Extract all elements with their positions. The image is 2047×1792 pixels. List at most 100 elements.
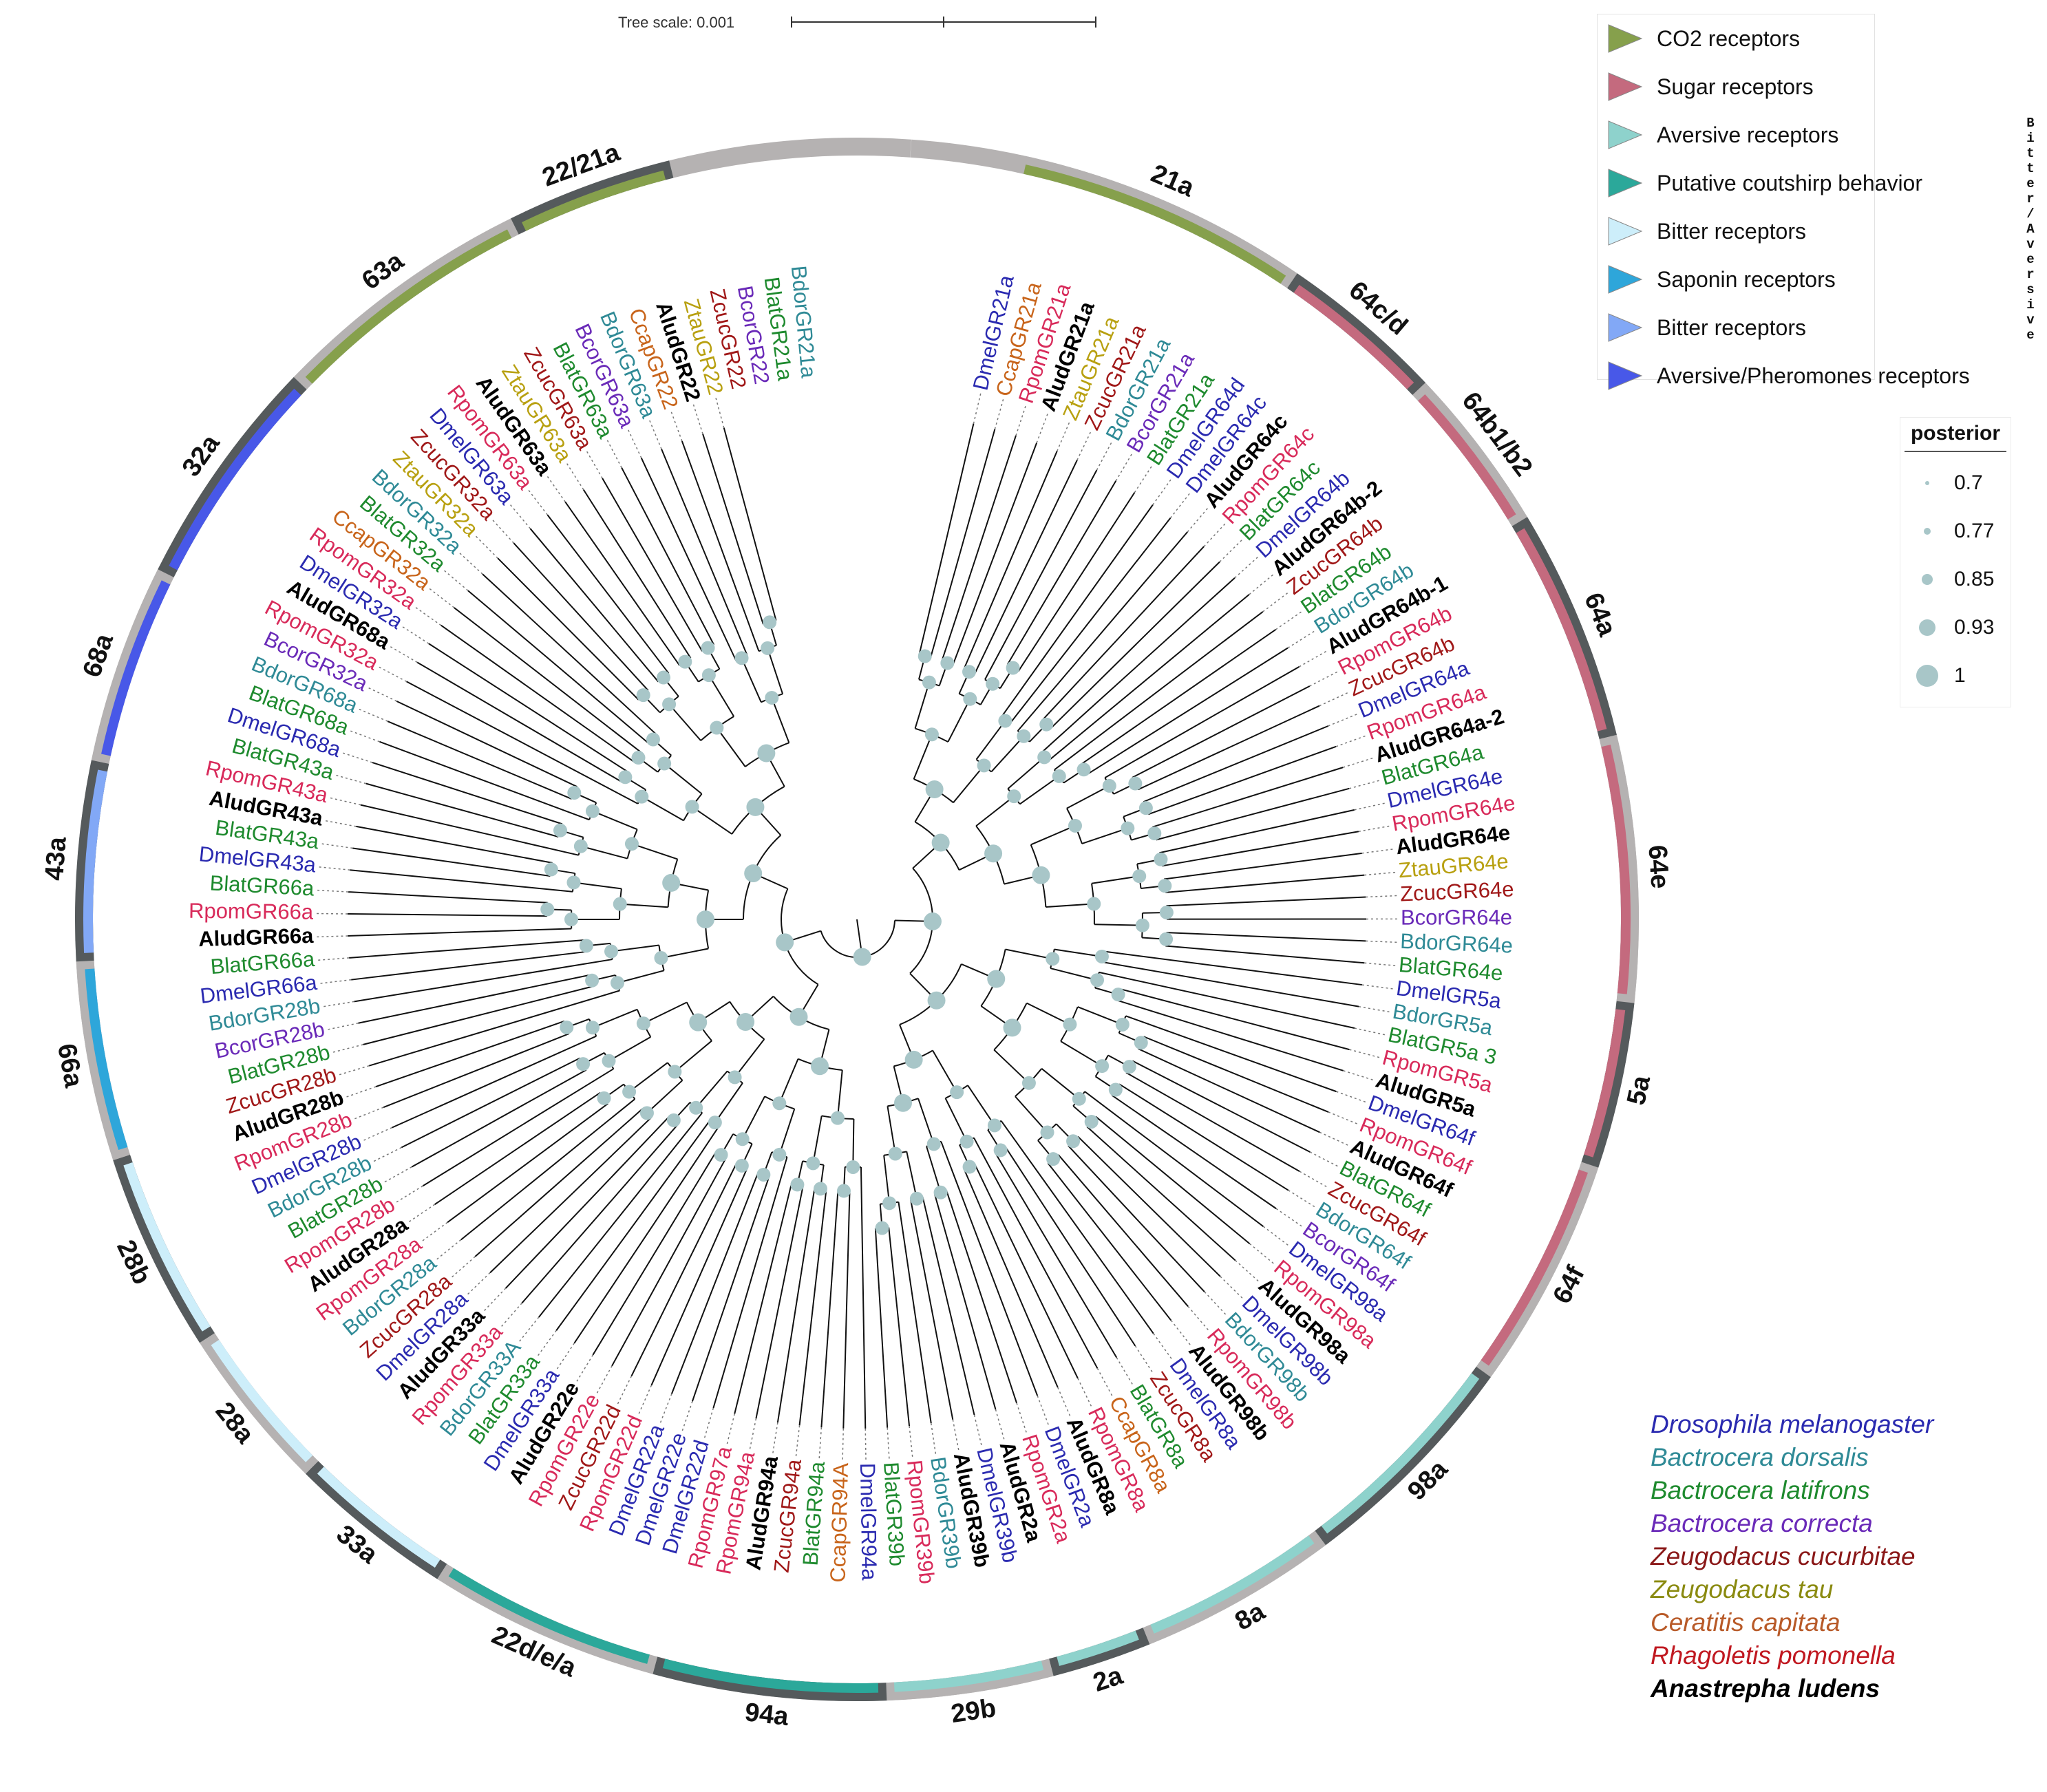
branch [529,528,659,683]
ring-group-segment [1601,745,1631,994]
posterior-node [1066,1134,1081,1149]
posterior-node [772,1147,787,1162]
branch [538,1112,703,1318]
posterior-node [714,1148,728,1162]
branch [963,451,1058,670]
posterior-node [1102,778,1116,793]
branch [368,990,620,1067]
leaf-connector [500,1302,522,1327]
branch [573,1124,721,1344]
posterior-row: 0.7 [1900,466,2011,500]
posterior-node [744,864,763,883]
leaf-connector [1366,940,1398,943]
triangle-icon [1608,217,1643,246]
branch [379,740,590,821]
branch [482,573,658,736]
posterior-node [959,1134,974,1149]
side-label-char: v [2026,312,2035,328]
branch [860,1166,867,1429]
legend-item: Aversive receptors [1607,118,1838,152]
branch [1147,745,1337,815]
posterior-node [987,1118,1001,1133]
posterior-node [553,823,567,838]
branch [1007,756,1045,789]
ring-group-segment [85,968,128,1151]
branch [798,1189,827,1426]
branch [836,1069,843,1118]
posterior-node [761,641,775,655]
branch [1091,875,1140,884]
branch [1026,1002,1070,1025]
posterior-node [622,1085,637,1099]
leaf-connector [681,1401,693,1432]
branch [918,1098,935,1144]
posterior-node [1046,1152,1061,1166]
leaf-connector [1354,802,1386,811]
leaf-connector [909,1426,913,1458]
posterior-node [1159,932,1174,946]
group-label: 68a [78,630,120,681]
species-legend-item: Bactrocera latifrons [1651,1476,1870,1504]
leaf-connector [772,1422,778,1454]
ring-group-segment [662,1658,879,1693]
branch [1060,1041,1103,1067]
posterior-node [585,804,600,818]
posterior-node [657,756,672,771]
posterior-node [924,727,939,742]
posterior-node [986,676,1000,691]
branch [691,1176,770,1402]
posterior-node [1095,1059,1110,1074]
posterior-node [853,948,871,966]
branch [358,974,591,1024]
branch [643,1001,688,1025]
branch [422,1068,614,1187]
branch [372,762,563,825]
leaf-connector [1249,573,1274,595]
side-label-char: i [2026,131,2035,146]
leaf-label: BdorGR64e [1400,929,1514,958]
posterior-node [1159,905,1174,919]
branch [734,1038,765,1078]
branch [1000,504,1154,718]
posterior-node [1039,717,1054,732]
branch [990,736,1025,773]
posterior-node [624,837,639,851]
branch [776,1188,816,1423]
posterior-node [585,1021,600,1035]
leaf-connector [586,450,603,479]
branch [984,469,1098,680]
leaf-connector [995,1409,1005,1440]
legend-item: Bitter receptors [1607,214,1806,248]
leaf-connector [1153,1333,1173,1360]
posterior-node [757,744,776,762]
leaf-connector [1077,1378,1092,1407]
posterior-title: posterior [1910,422,2001,445]
posterior-node [931,833,950,852]
leaf-connector [795,1425,800,1458]
branch [1132,1060,1311,1153]
branch [661,449,748,657]
posterior-node [987,970,1006,988]
leaf-connector [346,1086,376,1098]
posterior-node [666,1113,681,1127]
side-label-char: e [2026,252,2035,267]
leaf-connector [1037,1395,1050,1426]
branch [681,440,760,652]
branch [392,1035,597,1129]
posterior-node [925,780,944,799]
posterior-node [618,770,633,785]
legend-item: Aversive/Pheromones receptors [1607,359,1970,393]
group-label: 2a [1090,1661,1127,1698]
branch [1015,1096,1048,1133]
branch [356,825,553,864]
leaf-connector [483,1288,507,1312]
leaf-connector [1170,1320,1191,1346]
branch [771,697,790,743]
posterior-node [888,1146,902,1161]
posterior-node [1122,1060,1136,1074]
leaf-connector [1349,1049,1381,1058]
leaf-connector [1036,413,1049,443]
branch [428,643,629,773]
